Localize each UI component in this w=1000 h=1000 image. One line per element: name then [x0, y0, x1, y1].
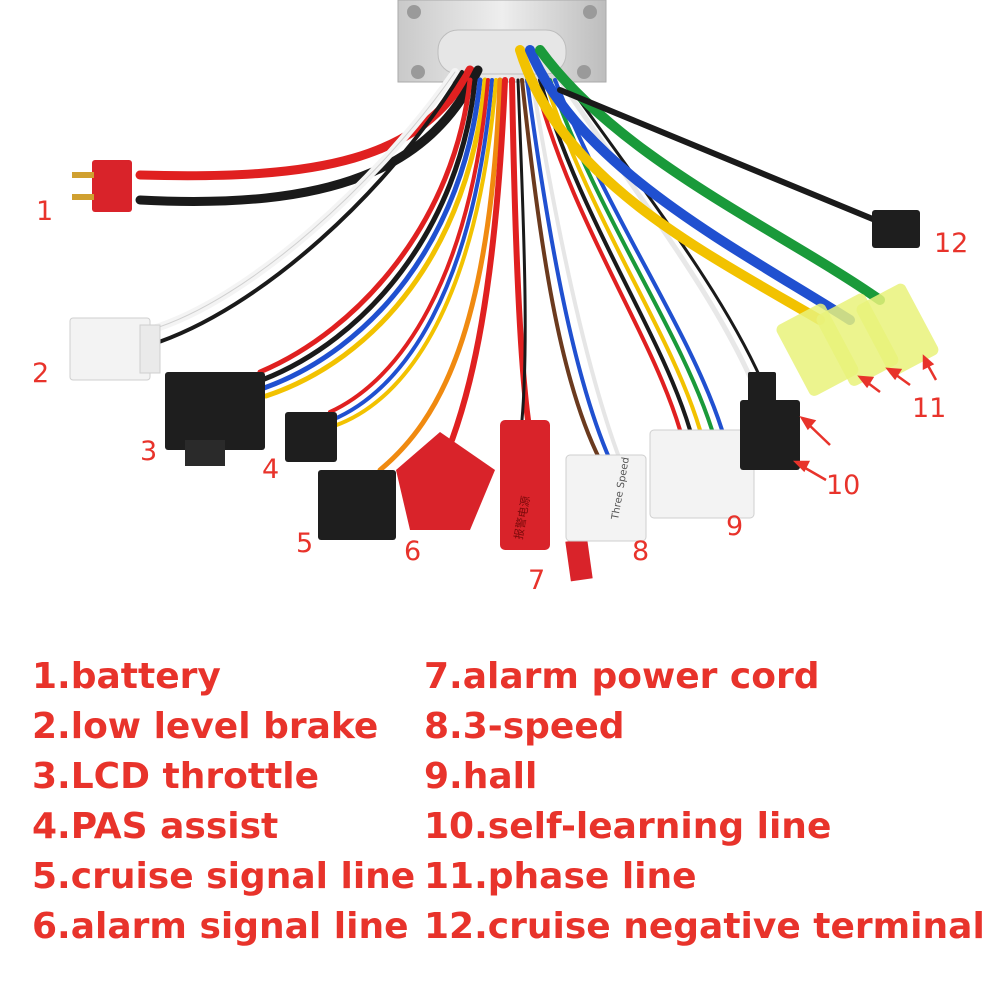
- legend-item: 2.low level brake: [32, 706, 379, 747]
- phase-connectors: [776, 283, 939, 396]
- speed-wire-brown: [520, 78, 602, 462]
- legend-item: 12.cruise negative terminal: [424, 906, 985, 947]
- alarm-power-connector: 报警电源: [500, 420, 593, 582]
- callout-7: 7: [528, 565, 546, 596]
- cruise-negative-wire-black: [557, 87, 883, 225]
- hall-wire-black: [538, 78, 692, 432]
- callout-11: 11: [912, 393, 947, 424]
- callout-8: 8: [632, 536, 650, 567]
- hall-wire-blue: [553, 78, 724, 432]
- legend-item: 9.hall: [424, 756, 538, 797]
- lcd-wire-red: [257, 77, 473, 375]
- legend-item: 1.battery: [32, 656, 221, 697]
- legend-item: 10.self-learning line: [424, 806, 832, 847]
- controller-housing: [397, 0, 607, 83]
- legend-item: 6.alarm signal line: [32, 906, 409, 947]
- callout-4: 4: [262, 454, 280, 485]
- brake-wire-white-outline: [149, 71, 456, 331]
- callout-6: 6: [404, 536, 422, 567]
- alarm-signal-wire-red: [449, 77, 508, 443]
- phase-wire-blue: [525, 45, 855, 325]
- brake-wire-black: [148, 70, 464, 347]
- pas-wire-yellow: [332, 78, 498, 428]
- cruise-signal-connector: [318, 470, 396, 540]
- self-learning-wire-white: [557, 77, 763, 403]
- speed-wire-white: [530, 78, 622, 462]
- pointer-arrows: [792, 354, 938, 482]
- legend-item: 8.3-speed: [424, 706, 625, 747]
- brake-connector: [69, 317, 161, 381]
- battery-wire-black: [135, 65, 483, 206]
- callout-1: 1: [36, 196, 54, 227]
- legend-item: 11.phase line: [424, 856, 697, 897]
- hall-connector: [649, 429, 755, 519]
- pas-connector: [285, 412, 337, 462]
- three-speed-connector: Three Speed: [565, 454, 647, 542]
- lcd-throttle-connector: [165, 372, 265, 466]
- legend-item: 4.PAS assist: [32, 806, 279, 847]
- legend-item: 5.cruise signal line: [32, 856, 416, 897]
- speed-wire-blue: [525, 78, 612, 462]
- battery-connector: [72, 160, 132, 212]
- cruise-negative-connector: [872, 210, 920, 248]
- legend-item: 3.LCD throttle: [32, 756, 319, 797]
- callout-2: 2: [32, 358, 50, 389]
- legend-column-left: 1.battery 2.low level brake 3.LCD thrott…: [32, 652, 415, 952]
- callout-10: 10: [826, 470, 861, 501]
- callout-5: 5: [296, 528, 314, 559]
- phase-wire-green: [535, 45, 885, 305]
- alarm-power-wire-black: [516, 78, 527, 422]
- alarm-signal-connector: [396, 432, 495, 530]
- callout-12: 12: [934, 228, 969, 259]
- lcd-wire-blue: [261, 77, 483, 391]
- hall-wire-red: [533, 78, 682, 432]
- self-learning-connector: [740, 372, 800, 470]
- callout-3: 3: [140, 436, 158, 467]
- legend-item: 7.alarm power cord: [424, 656, 820, 697]
- phase-wire-yellow: [515, 45, 825, 325]
- wire-bundle: [135, 45, 885, 473]
- cruise-wire-orange: [377, 77, 503, 473]
- hall-wire-green: [548, 78, 714, 432]
- legend-column-right: 7.alarm power cord 8.3-speed 9.hall 10.s…: [424, 652, 985, 952]
- battery-wire-red: [135, 65, 475, 181]
- controller-wiring-illustration: 报警电源 Three Speed: [69, 0, 939, 582]
- lcd-wire-yellow: [263, 77, 488, 399]
- pas-wire-blue: [330, 78, 494, 422]
- self-learning-wire-black: [563, 78, 772, 402]
- lcd-wire-black: [259, 77, 478, 383]
- callout-9: 9: [726, 511, 744, 542]
- pas-wire-red: [328, 78, 490, 414]
- legend: 1.battery 2.low level brake 3.LCD thrott…: [0, 652, 1000, 982]
